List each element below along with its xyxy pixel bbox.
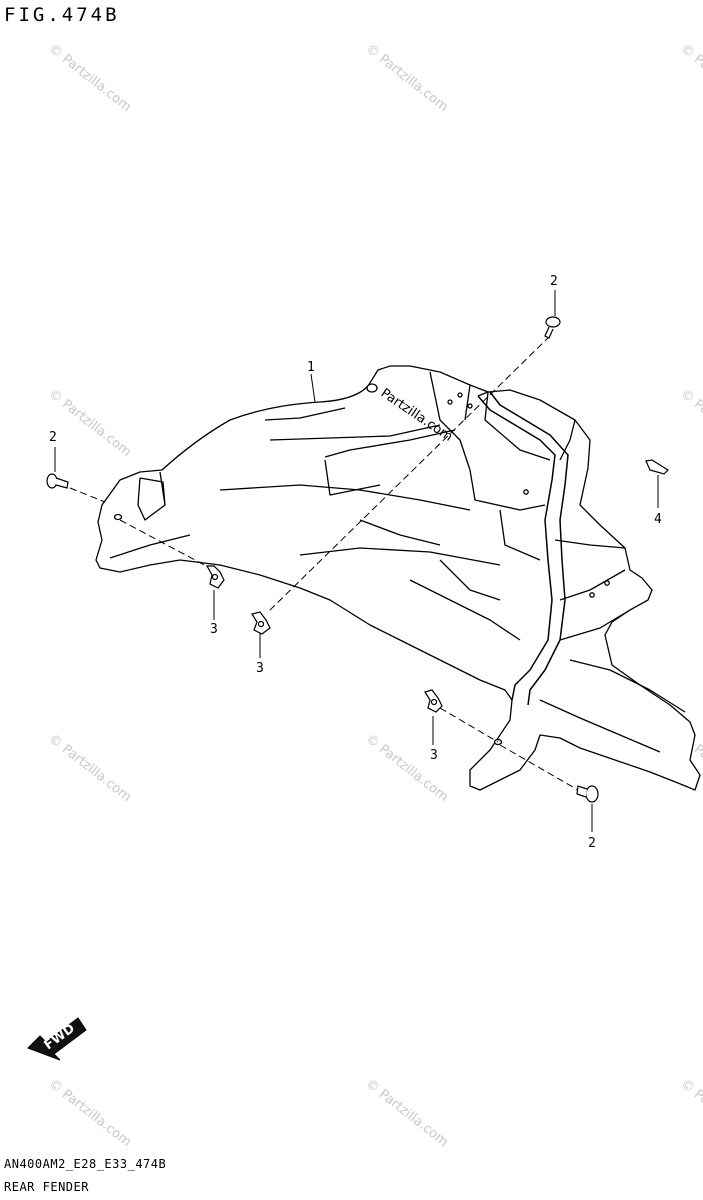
watermark-text: © Partzilla.com — [363, 731, 451, 805]
dashed-line-screw-2-left — [69, 487, 106, 503]
leader-line-1 — [310, 373, 316, 403]
screw-icon — [46, 473, 69, 489]
screw-icon — [576, 785, 599, 803]
callout-number: 3 — [256, 661, 264, 676]
dashed-line-screw-2-bottom — [499, 744, 579, 791]
callout-number: 3 — [430, 748, 438, 763]
screw-icon — [544, 316, 561, 339]
figure-title: FIG.474B — [4, 4, 120, 26]
rear-fender-part — [95, 365, 701, 791]
watermark-text: © Partzilla.com — [46, 41, 134, 115]
watermark-text: © Partzilla.com — [678, 386, 703, 460]
forward-direction-arrow-icon: FWD — [27, 1017, 87, 1061]
leader-lines — [54, 290, 659, 832]
callout-labels: 1 2 2 2 3 3 3 4 — [49, 274, 662, 851]
callout-number: 2 — [550, 274, 558, 289]
callout-number: 4 — [654, 512, 662, 527]
diagram-code: AN400AM2_E28_E33_474B — [4, 1157, 167, 1171]
callout-number: 1 — [307, 360, 315, 375]
watermark-text: © Partzilla.com — [46, 386, 134, 460]
watermark-text: © Partzilla.com — [678, 1076, 703, 1150]
watermark-text: © Partzilla.com — [46, 731, 134, 805]
nut-clip-icon — [251, 611, 271, 635]
callout-number: 2 — [49, 430, 57, 445]
callout-number: 3 — [210, 622, 218, 637]
watermark-text: © Partzilla.com — [678, 41, 703, 115]
watermark-text: © Partzilla.com — [46, 1076, 134, 1150]
dashed-line-clip-3a — [119, 519, 211, 569]
diagram-name: REAR FENDER — [4, 1180, 89, 1194]
watermark-text: © Partzilla.com — [363, 41, 451, 115]
callout-number: 2 — [588, 836, 596, 851]
washer-icon — [645, 459, 669, 475]
watermark-text: © Partzilla.com — [363, 1076, 451, 1150]
nut-clip-icon — [205, 565, 225, 589]
dashed-line-clip-3c — [439, 707, 499, 743]
nut-clip-icon — [424, 689, 443, 713]
